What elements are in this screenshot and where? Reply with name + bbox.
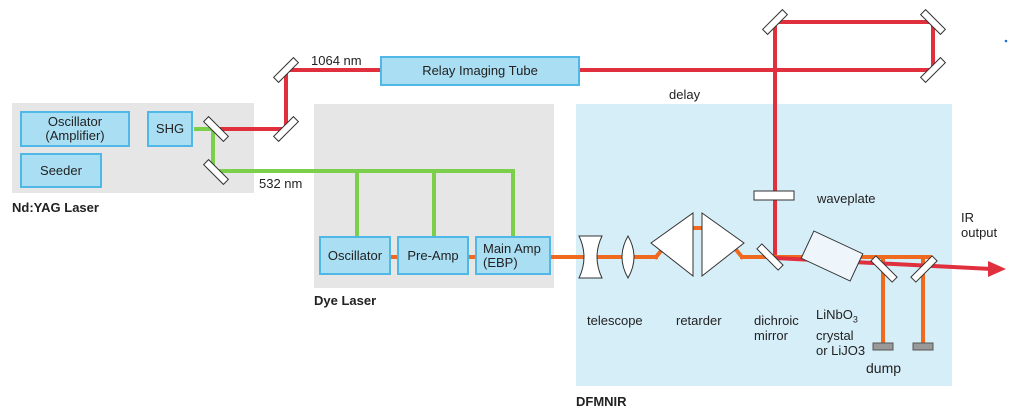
shg-box: SHG <box>147 111 193 147</box>
delay-label: delay <box>669 87 701 102</box>
seeder-box: Seeder <box>20 153 102 188</box>
ir-output-label: IR output <box>961 210 998 240</box>
retarder-prisms-icon <box>650 212 745 278</box>
waveplate-label: waveplate <box>817 191 876 206</box>
retarder-label: retarder <box>676 313 722 328</box>
telescope-lenses-icon <box>578 234 635 280</box>
ir-wavelength-label: 1064 nm <box>311 53 362 68</box>
dichroic-mirror-label: dichroic mirror <box>754 313 799 343</box>
telescope-label: telescope <box>587 313 643 328</box>
main-amp-box: Main Amp (EBP) <box>475 236 551 275</box>
nd-yag-title: Nd:YAG Laser <box>12 200 99 215</box>
beam-dump-icon <box>872 342 934 351</box>
crystal-label-line1: LiNbO <box>816 307 853 322</box>
dfmnir-region <box>576 104 952 386</box>
crystal-label-line2: crystal <box>816 327 854 343</box>
relay-imaging-tube-box: Relay Imaging Tube <box>380 56 580 86</box>
dye-oscillator-box: Oscillator <box>319 236 391 275</box>
crystal-label: LiNbO3 crystal or LiJO3 <box>816 307 865 358</box>
dye-laser-title: Dye Laser <box>314 293 377 308</box>
crystal-icon <box>800 230 864 282</box>
pre-amp-box: Pre-Amp <box>397 236 469 275</box>
dfmnir-title: DFMNIR <box>576 394 627 409</box>
nd-yag-oscillator-box: Oscillator (Amplifier) <box>20 111 130 147</box>
stray-dot <box>1004 39 1008 43</box>
waveplate-icon <box>753 190 795 201</box>
dump-label: dump <box>866 360 902 376</box>
mirror-icon <box>202 8 947 283</box>
ir-beam-path <box>210 20 935 262</box>
crystal-label-line3: or LiJO3 <box>816 342 866 358</box>
crystal-label-subscript: 3 <box>852 314 858 325</box>
green-wavelength-label: 532 nm <box>259 176 303 191</box>
